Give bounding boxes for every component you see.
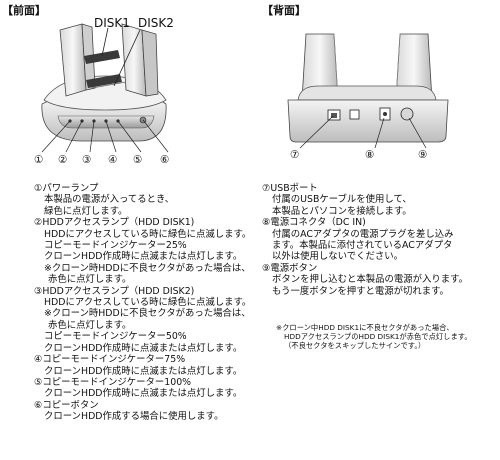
item-line: クローンHDD作成する場合に使用します。 (44, 411, 224, 423)
item-line: 本製品の電源が入ってるとき、 (44, 194, 175, 206)
item-line: ます。本製品に添付されているACアダプタ (272, 240, 453, 252)
item-power-lamp: ①パワーランプ 本製品の電源が入ってるとき、 緑色に点灯します。 (34, 183, 251, 217)
callout-6: ⑥ (160, 154, 170, 166)
callout-3: ③ (82, 154, 92, 166)
item-line: HDDにアクセスしている時に緑色に点滅します。 (44, 228, 252, 240)
back-dock-illustration (287, 33, 449, 149)
callout-7: ⑦ (290, 149, 300, 161)
item-line: クローンHDD作成時に点滅または点灯します。 (44, 388, 243, 400)
item-line: 赤色に点灯します。 (48, 319, 132, 331)
item-line: もう一度ボタンを押すと電源が切れます。 (272, 285, 449, 297)
item-title: ①パワーランプ (34, 183, 99, 194)
item-hdd-lamp-disk1: ②HDDアクセスランプ（HDD DISK1) HDDにアクセスしている時に緑色に… (34, 217, 251, 285)
item-title: ⑤コピーモードインジケーター100% (34, 376, 192, 388)
item-copy-indicator-75: ④コピーモードインジケーター75% クローンHDD作成時に点滅または点灯します。 (34, 354, 251, 377)
front-dock-illustration (41, 23, 169, 153)
item-copy-button: ⑥コピーボタン クローンHDD作成する場合に使用します。 (34, 400, 251, 423)
item-power-button: ⑨電源ボタン ボタンを押し込むと本製品の電源が入ります。 もう一度ボタンを押すと… (262, 263, 468, 297)
item-line: コピーモードインジケーター50% (44, 331, 187, 343)
item-line: ※クローン時HDDに不良セクタがあった場合は、 (44, 308, 251, 320)
item-dc-in: ⑧電源コネクタ（DC IN) 付属のACアダプタの電源プラグを差し込み ます。本… (262, 217, 468, 263)
footnote-line: ※クローン中HDD DISK1に不良セクタがあった場合、 (276, 323, 454, 332)
back-heading: 【背面】 (262, 4, 306, 17)
item-title: ⑥コピーボタン (34, 399, 99, 411)
callout-4: ④ (108, 154, 118, 166)
item-line: クローンHDD作成時に点滅または点灯します。 (44, 365, 243, 377)
front-descriptions: ①パワーランプ 本製品の電源が入ってるとき、 緑色に点灯します。 ②HDDアクセ… (34, 183, 251, 423)
item-line: 本製品とパソコンを接続します。 (272, 205, 412, 217)
item-line: コピーモードインジケーター25% (44, 240, 187, 252)
item-usb-port: ⑦USBポート 付属のUSBケーブルを使用して、 本製品とパソコンを接続します。 (262, 183, 468, 217)
item-line: 赤色に点灯します。 (48, 274, 132, 286)
footnote: ※クローン中HDD DISK1に不良セクタがあった場合、 HDDアクセスランプの… (276, 323, 472, 351)
footnote-line: HDDアクセスランプのHDD DISK1が赤色で点灯します。 (284, 332, 472, 342)
item-line: クローンHDD作成時に点滅または点灯します。 (44, 251, 243, 263)
item-title: ⑨電源ボタン (262, 262, 318, 274)
item-line: ※クローン時HDDに不良セクタがあった場合は、 (44, 262, 251, 274)
item-title: ⑧電源コネクタ（DC IN) (262, 217, 366, 229)
item-title: ③HDDアクセスランプ（HDD DISK2) (34, 285, 195, 297)
callout-5: ⑤ (133, 154, 143, 166)
disk1-label: DISK1 (94, 16, 130, 30)
item-line: 付属のACアダプタの電源プラグを差し込み (272, 228, 454, 240)
item-hdd-lamp-disk2: ③HDDアクセスランプ（HDD DISK2) HDDにアクセスしている時に緑色に… (34, 286, 251, 354)
callout-1: ① (34, 154, 44, 166)
back-descriptions: ⑦USBポート 付属のUSBケーブルを使用して、 本製品とパソコンを接続します。… (262, 183, 468, 297)
front-heading: 【前面】 (2, 4, 46, 17)
item-line: ボタンを押し込むと本製品の電源が入ります。 (272, 274, 468, 286)
item-line: HDDにアクセスしている時に緑色に点滅します。 (44, 297, 252, 309)
item-title: ④コピーモードインジケーター75% (34, 354, 186, 366)
item-line: クローンHDD作成時に点滅または点灯します。 (44, 342, 243, 354)
item-line: 付属のUSBケーブルを使用して、 (272, 194, 412, 206)
disk2-label: DISK2 (138, 16, 174, 30)
item-line: 以外は使用しないでください。 (272, 251, 403, 263)
item-copy-indicator-100: ⑤コピーモードインジケーター100% クローンHDD作成時に点滅または点灯します… (34, 377, 251, 400)
callout-9: ⑨ (418, 149, 428, 161)
callout-8: ⑧ (365, 149, 375, 161)
item-line: 緑色に点灯します。 (44, 205, 128, 217)
item-title: ②HDDアクセスランプ（HDD DISK1) (34, 217, 195, 229)
footnote-line: （不良セクタをスキップしたサインです。） (284, 341, 426, 351)
item-title: ⑦USBポート (262, 183, 318, 194)
callout-2: ② (58, 154, 68, 166)
